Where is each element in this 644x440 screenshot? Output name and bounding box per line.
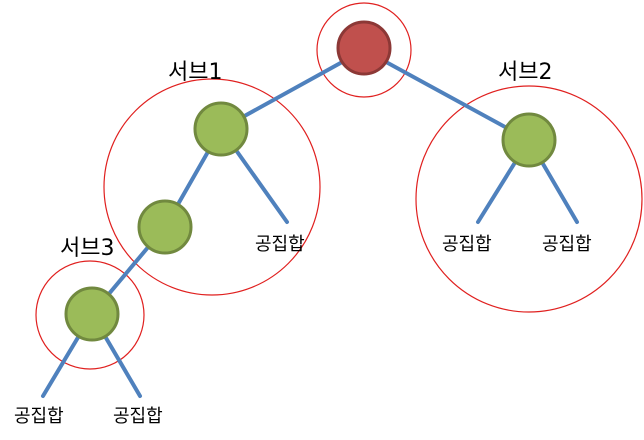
sub1-child-node xyxy=(137,199,193,255)
edge-root-to-sub2 xyxy=(362,48,531,142)
leaf-label-sub1-right: 공집합 xyxy=(255,234,305,255)
leaf-label-sub3-left: 공집합 xyxy=(14,406,64,427)
subtree3-outline-circle xyxy=(35,260,145,370)
root-outline-circle xyxy=(316,2,412,98)
leaf-label-sub2-right: 공집합 xyxy=(542,234,592,255)
subtree2-label: 서브2 xyxy=(498,60,552,85)
subtree3-label: 서브3 xyxy=(60,236,114,261)
sub1-node xyxy=(193,101,249,157)
subtree1-label: 서브1 xyxy=(168,60,222,85)
root-node xyxy=(336,20,392,76)
subtree1-outline-circle xyxy=(103,78,321,296)
leaf-label-sub2-left: 공집합 xyxy=(442,234,492,255)
tree-edges xyxy=(41,48,579,398)
sub3-node xyxy=(64,286,120,342)
leaf-label-sub3-right: 공집합 xyxy=(113,406,163,427)
subtree2-outline-circle xyxy=(415,85,643,313)
sub2-node xyxy=(501,112,557,168)
